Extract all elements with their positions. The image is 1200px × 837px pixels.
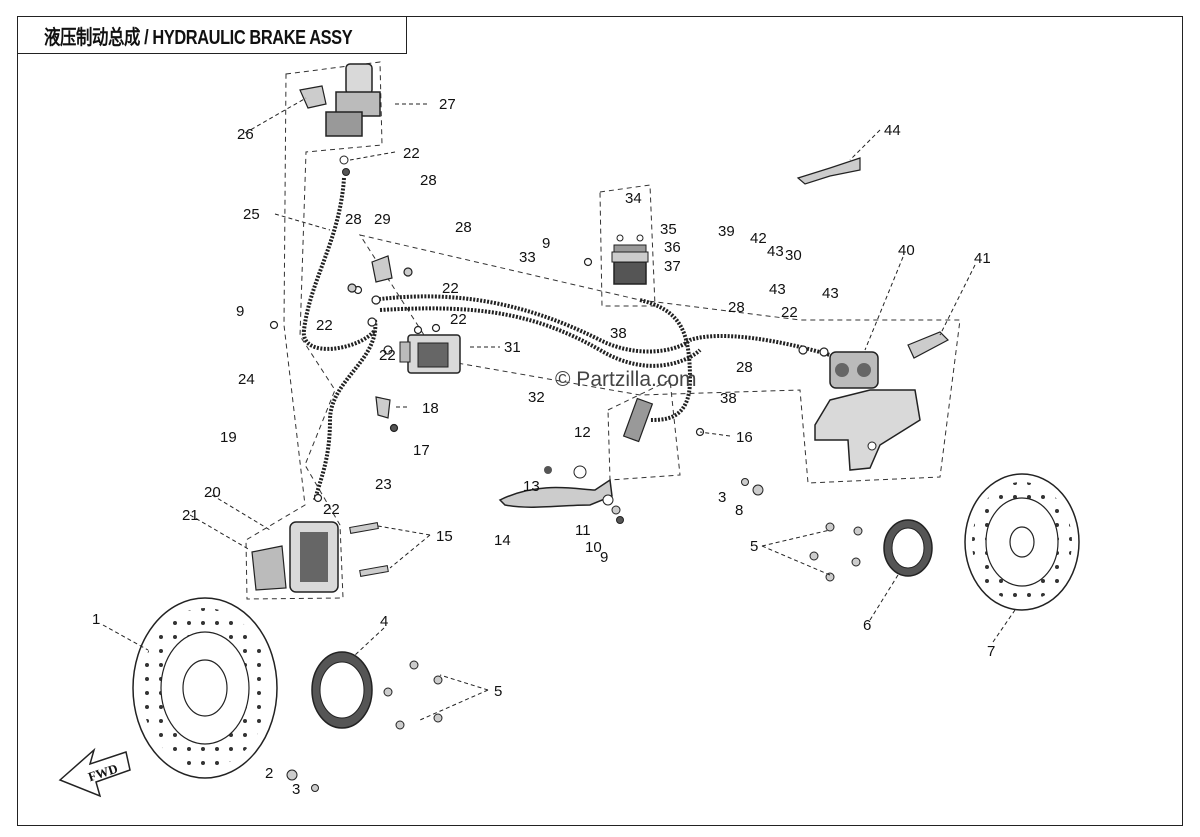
callout-20: 20 [204,484,221,501]
callout-30: 30 [785,247,802,264]
callout-5b: 5 [750,538,758,555]
callout-42: 42 [750,230,767,247]
callout-16: 16 [736,429,753,446]
rear-reservoir [611,234,649,285]
front-left-group-outline [245,61,383,600]
callout-36: 36 [664,239,681,256]
drawing-frame [17,16,1183,826]
central-group-outline [358,234,961,484]
callout-14: 14 [494,532,511,549]
callout-3b: 3 [718,489,726,506]
callout-21: 21 [182,507,199,524]
rear-caliper-assembly [814,351,921,471]
callout-28a: 28 [420,172,437,189]
callout-27: 27 [439,96,456,113]
callout-43b: 43 [769,281,786,298]
brake-hoses [301,177,831,501]
callout-3: 3 [292,781,300,798]
callout-13: 13 [523,478,540,495]
callout-28e: 28 [736,359,753,376]
callout-39: 39 [718,223,735,240]
front-master-cylinder [299,63,381,176]
rear-abs-tone-ring [883,519,933,577]
callout-37: 37 [664,258,681,275]
callout-43a: 43 [767,243,784,260]
callout-8: 8 [735,502,743,519]
callout-1: 1 [92,611,100,628]
rear-master-cylinder [498,397,654,524]
callout-7: 7 [987,643,995,660]
callout-22a: 22 [403,145,420,162]
callout-15: 15 [436,528,453,545]
callout-6: 6 [863,617,871,634]
group-outlines [245,61,961,600]
callout-44: 44 [884,122,901,139]
callout-24: 24 [238,371,255,388]
callout-38b: 38 [720,390,737,407]
hose-fittings [269,257,829,503]
small-brackets [347,255,413,433]
callout-9: 9 [236,303,244,320]
rear-brake-pads [907,331,949,359]
callout-28c: 28 [455,219,472,236]
abs-modulator [399,334,461,374]
callout-9c: 9 [600,549,608,566]
callout-31: 31 [504,339,521,356]
forward-direction-arrow: FWD [58,747,131,798]
callout-28d: 28 [728,299,745,316]
fasteners [286,478,863,792]
callout-22c: 22 [450,311,467,328]
callout-43c: 43 [822,285,839,302]
rear-master-cylinder-outline [607,379,681,481]
callout-5: 5 [494,683,502,700]
callout-33: 33 [519,249,536,266]
callout-26: 26 [237,126,254,143]
callout-40: 40 [898,242,915,259]
leader-lines [102,97,1016,721]
callout-18: 18 [422,400,439,417]
callout-labels: 1 2 3 3 4 5 5 6 7 8 9 9 9 10 11 12 13 14… [92,96,995,798]
callout-19: 19 [220,429,237,446]
callout-2: 2 [265,765,273,782]
callout-22e: 22 [379,347,396,364]
callout-28b: 28 [345,211,362,228]
callout-22g: 22 [781,304,798,321]
callout-23: 23 [375,476,392,493]
callout-29: 29 [374,211,391,228]
callout-22d: 22 [316,317,333,334]
callout-22b: 22 [442,280,459,297]
rear-brake-disc [964,473,1080,611]
callout-10: 10 [585,539,602,556]
front-brake-disc [132,597,278,779]
callout-11: 11 [575,522,591,539]
reservoir-group-outline [599,184,656,307]
title-block: 液压制动总成 / HYDRAULIC BRAKE ASSY [17,16,407,54]
watermark: © Partzilla.com [555,368,697,391]
callout-9b: 9 [542,235,550,252]
callout-34: 34 [625,190,642,207]
callout-17: 17 [413,442,430,459]
front-caliper [251,521,389,593]
callout-35: 35 [660,221,677,238]
front-abs-tone-ring [311,651,373,729]
callout-38a: 38 [610,325,627,342]
callout-25: 25 [243,206,260,223]
rear-guard [796,157,861,185]
callout-32: 32 [528,389,545,406]
callout-4: 4 [380,613,388,630]
callout-22f: 22 [323,501,340,518]
callout-41: 41 [974,250,991,267]
diagram-title: 液压制动总成 / HYDRAULIC BRAKE ASSY [44,26,353,49]
callout-12: 12 [574,424,591,441]
